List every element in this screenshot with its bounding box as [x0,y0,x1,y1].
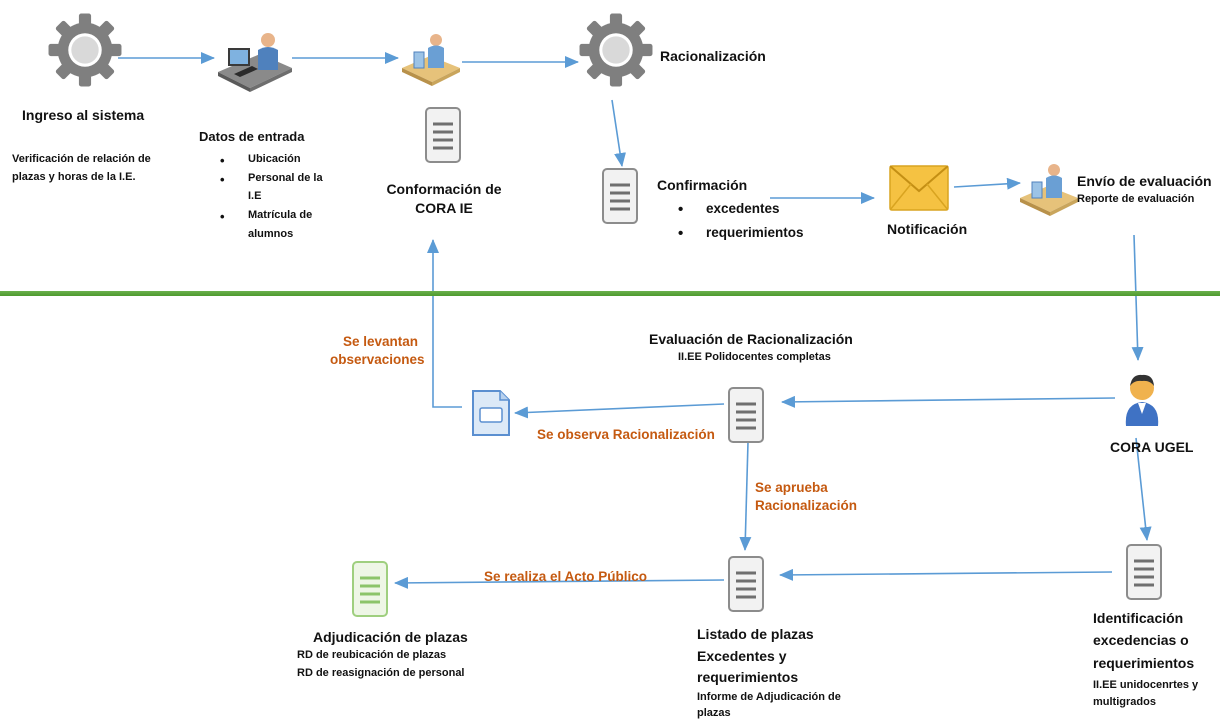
arrow-evaluacion-to-observa [514,403,725,419]
notificacion-label: Notificación [887,221,968,237]
ingreso-desc-line: Verificación de relación de [12,153,151,165]
conformacion-line: CORA IE [415,199,473,216]
identificacion-sub-line: multigrados [1093,695,1156,708]
ingreso-desc: Verificación de relación de plazas y hor… [12,151,151,186]
aprueba-line: Se aprueba [755,480,828,495]
identificacion-line: Identificación [1093,610,1184,626]
datos-list: Ubicación Personal de la I.E Matrícula d… [212,150,323,243]
arrow-evaluacion-to-listado [739,441,752,551]
datos-item: Matrícula de [212,206,323,228]
datos-item-cont: alumnos [212,225,323,244]
desk-user-icon [1020,164,1078,216]
confirmacion-title: Confirmación [657,177,748,193]
observa-label: Se observa Racionalización [537,427,715,442]
conformacion-line: Conformación de [386,181,502,197]
document-icon [728,556,764,612]
racionalizacion-label: Racionalización [660,48,766,64]
arrow-envio-to-cora-ugel [1131,234,1144,361]
datos-item-cont-text: alumnos [248,227,294,240]
arrow-cora-ugel-to-identificacion [1135,437,1152,541]
identificacion-line: requerimientos [1093,654,1195,671]
arrow-cora-ugel-to-evaluacion [781,395,1116,408]
listado-line: Excedentes y [697,647,787,664]
listado-line: requerimientos [697,669,799,686]
adjudicacion-line: RD de reubicación de plazas [297,649,447,661]
identificacion-sub: II.EE unidocenrtes y multigrados [1093,677,1198,710]
document-icon [728,387,764,443]
document-icon [602,168,638,224]
gear-icon [48,13,122,87]
gear-icon [579,13,653,87]
cora-ugel-label: CORA UGEL [1110,439,1194,455]
evaluacion-title: Evaluación de Racionalización [649,331,853,347]
levantan-line: Se levantan [342,334,418,349]
levantan-label: Se levantan observaciones [330,333,425,369]
adjudicacion-line: RD de reasignación de personal [297,666,465,679]
acto-label: Se realiza el Acto Público [484,569,648,584]
listado-title: Listado de plazas Excedentes y requerimi… [697,624,814,689]
document-icon [1126,544,1162,600]
adjudicacion-title: Adjudicación de plazas [313,629,468,645]
datos-title: Datos de entrada [199,129,305,144]
arrow-listado-to-adjudicacion [394,576,725,589]
identificacion-title: Identificación excedencias o requerimien… [1093,607,1194,674]
listado-sub-line: plazas [697,706,731,719]
envio-sub: Reporte de evaluación [1077,193,1195,205]
listado-sub: Informe de Adjudicación de plazas [697,690,841,722]
adjudicacion-lines: RD de reubicación de plazas RD de reasig… [297,647,465,682]
confirmacion-item: excedentes [670,197,804,223]
blue-document-icon [472,390,510,436]
envio-title: Envío de evaluación [1077,173,1212,189]
document-icon [425,107,461,163]
listado-sub-line: Informe de Adjudicación de [697,691,841,703]
ingreso-desc-line: plazas y horas de la I.E. [12,170,136,183]
aprueba-label: Se aprueba Racionalización [755,479,857,515]
datos-item: Personal de la [212,169,323,191]
conformacion-label: Conformación de CORA IE [386,180,502,218]
arrow-identificacion-to-listado [779,568,1113,581]
identificacion-line: excedencias o [1093,632,1189,649]
divider-line [0,291,1220,296]
datos-item-cont: I.E [212,187,323,206]
green-document-icon [352,561,388,617]
identificacion-sub-line: II.EE unidocenrtes y [1093,679,1199,691]
datos-item-cont-text: I.E [248,190,262,203]
aprueba-line: Racionalización [755,498,858,514]
confirmacion-list: excedentes requerimientos [670,197,804,247]
ingreso-title: Ingreso al sistema [22,107,145,123]
arrow-observa-to-conformacion [427,239,462,408]
computer-user-icon [218,33,292,92]
confirmacion-item: requerimientos [670,221,804,247]
datos-item: Ubicación [212,150,323,172]
arrow-racionalizacion-to-confirmacion [611,99,626,167]
arrow-notificacion-to-envio [953,177,1021,190]
desk-user-icon [402,34,460,86]
evaluacion-sub: II.EE Polidocentes completas [678,351,831,363]
listado-line: Listado de plazas [697,626,814,642]
levantan-line: observaciones [330,352,425,368]
person-icon [1125,374,1159,426]
envelope-icon [889,165,949,211]
